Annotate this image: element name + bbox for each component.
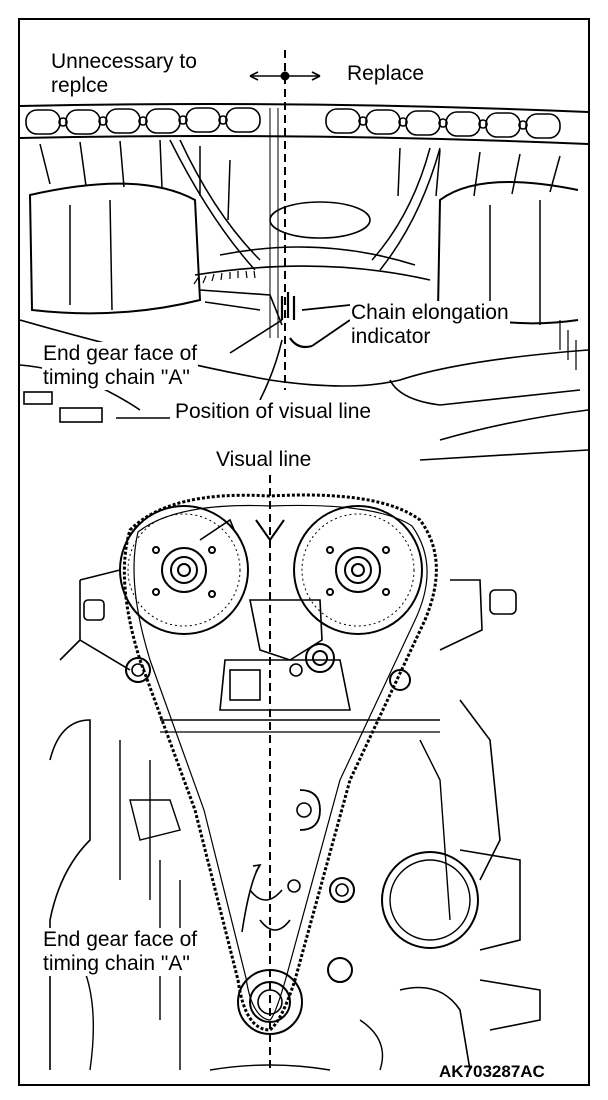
sprocket-closeup: [20, 103, 588, 461]
label-visual-line: Visual line: [215, 448, 313, 472]
label-end-gear-bottom-line1: End gear face of: [43, 928, 198, 951]
label-end-gear-top-line2: timing chain "A": [43, 366, 190, 389]
label-replace: Replace: [347, 62, 425, 85]
label-end-gear-top-line1: End gear face of: [43, 342, 198, 365]
figure-code: AK703287AC: [439, 1062, 545, 1081]
engine-front-view: [49, 475, 541, 1071]
timing-chain: [122, 493, 438, 1032]
label-unnecessary-line1: Unnecessary to: [51, 50, 197, 73]
label-unnecessary-line2: replce: [51, 74, 109, 97]
label-end-gear-bottom-line2: timing chain "A": [43, 952, 190, 975]
section-divider: [20, 424, 588, 433]
label-position-of-visual-line: Position of visual line: [174, 400, 373, 424]
figure-frame: Unnecessary to replce Replace Chain elon…: [18, 18, 590, 1086]
label-end-gear-face-bottom: End gear face of timing chain "A": [42, 928, 199, 976]
label-unnecessary-to-replace: Unnecessary to replce: [50, 50, 198, 98]
label-chain-elongation-indicator: Chain elongation indicator: [350, 301, 510, 349]
label-chain-elongation-line1: Chain elongation: [351, 301, 509, 324]
label-end-gear-face-top: End gear face of timing chain "A": [42, 342, 199, 390]
label-chain-elongation-line2: indicator: [351, 325, 431, 348]
timing-chain-illustration: [20, 50, 588, 1071]
